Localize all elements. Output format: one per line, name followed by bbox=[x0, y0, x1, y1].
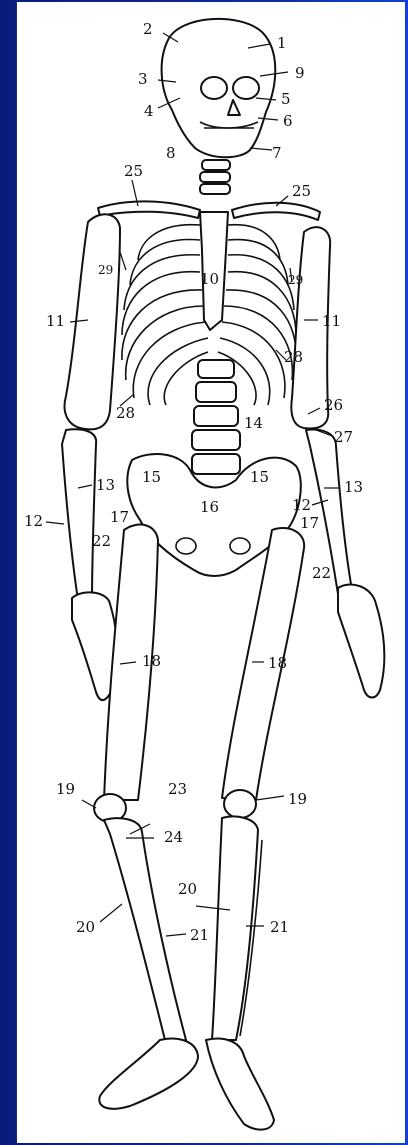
label-19-left: 19 bbox=[56, 780, 75, 798]
label-23: 23 bbox=[168, 780, 187, 798]
label-17-left: 17 bbox=[110, 508, 129, 526]
label-28-right: 28 bbox=[284, 348, 303, 366]
label-8: 8 bbox=[166, 144, 176, 162]
lumbar-spine bbox=[192, 360, 240, 474]
label-13-right: 13 bbox=[344, 478, 363, 496]
label-28-left: 28 bbox=[116, 404, 135, 422]
left-foot bbox=[99, 1039, 198, 1109]
label-21-left: 21 bbox=[190, 926, 209, 944]
label-14: 14 bbox=[244, 414, 263, 432]
label-15-left: 15 bbox=[142, 468, 161, 486]
label-29-right: 29 bbox=[288, 273, 303, 287]
label-29-left: 29 bbox=[98, 263, 113, 277]
label-19-right: 19 bbox=[288, 790, 307, 808]
label-2: 2 bbox=[143, 20, 153, 38]
label-26: 26 bbox=[324, 396, 343, 414]
label-17-right: 17 bbox=[300, 514, 319, 532]
label-1: 1 bbox=[277, 34, 287, 52]
label-22-right: 22 bbox=[312, 564, 331, 582]
label-5: 5 bbox=[281, 90, 291, 108]
label-4: 4 bbox=[144, 102, 154, 120]
label-16: 16 bbox=[200, 498, 219, 516]
label-11-left: 11 bbox=[46, 312, 65, 330]
right-hand bbox=[338, 585, 384, 698]
label-25-right: 25 bbox=[292, 182, 311, 200]
left-forearm bbox=[62, 429, 96, 600]
label-18-right: 18 bbox=[268, 654, 287, 672]
label-6: 6 bbox=[283, 112, 293, 130]
right-tibia bbox=[212, 817, 258, 1041]
cervical-spine bbox=[200, 160, 230, 194]
label-12-left: 12 bbox=[24, 512, 43, 530]
label-13-left: 13 bbox=[96, 476, 115, 494]
label-21-right: 21 bbox=[270, 918, 289, 936]
label-3: 3 bbox=[138, 70, 148, 88]
right-foot bbox=[206, 1039, 274, 1130]
label-25-left: 25 bbox=[124, 162, 143, 180]
ribs-left bbox=[122, 225, 208, 405]
label-11-right: 11 bbox=[322, 312, 341, 330]
right-patella bbox=[224, 790, 256, 818]
label-27: 27 bbox=[334, 428, 353, 446]
label-24: 24 bbox=[164, 828, 183, 846]
label-18-left: 18 bbox=[142, 652, 161, 670]
label-22-left: 22 bbox=[92, 532, 111, 550]
label-10: 10 bbox=[200, 270, 219, 288]
label-7: 7 bbox=[272, 144, 282, 162]
label-12-right: 12 bbox=[292, 496, 311, 514]
label-20-left: 20 bbox=[76, 918, 95, 936]
left-tibia bbox=[104, 818, 186, 1044]
label-20-right: 20 bbox=[178, 880, 197, 898]
skull bbox=[162, 19, 276, 157]
label-9: 9 bbox=[295, 64, 305, 82]
label-15-right: 15 bbox=[250, 468, 269, 486]
